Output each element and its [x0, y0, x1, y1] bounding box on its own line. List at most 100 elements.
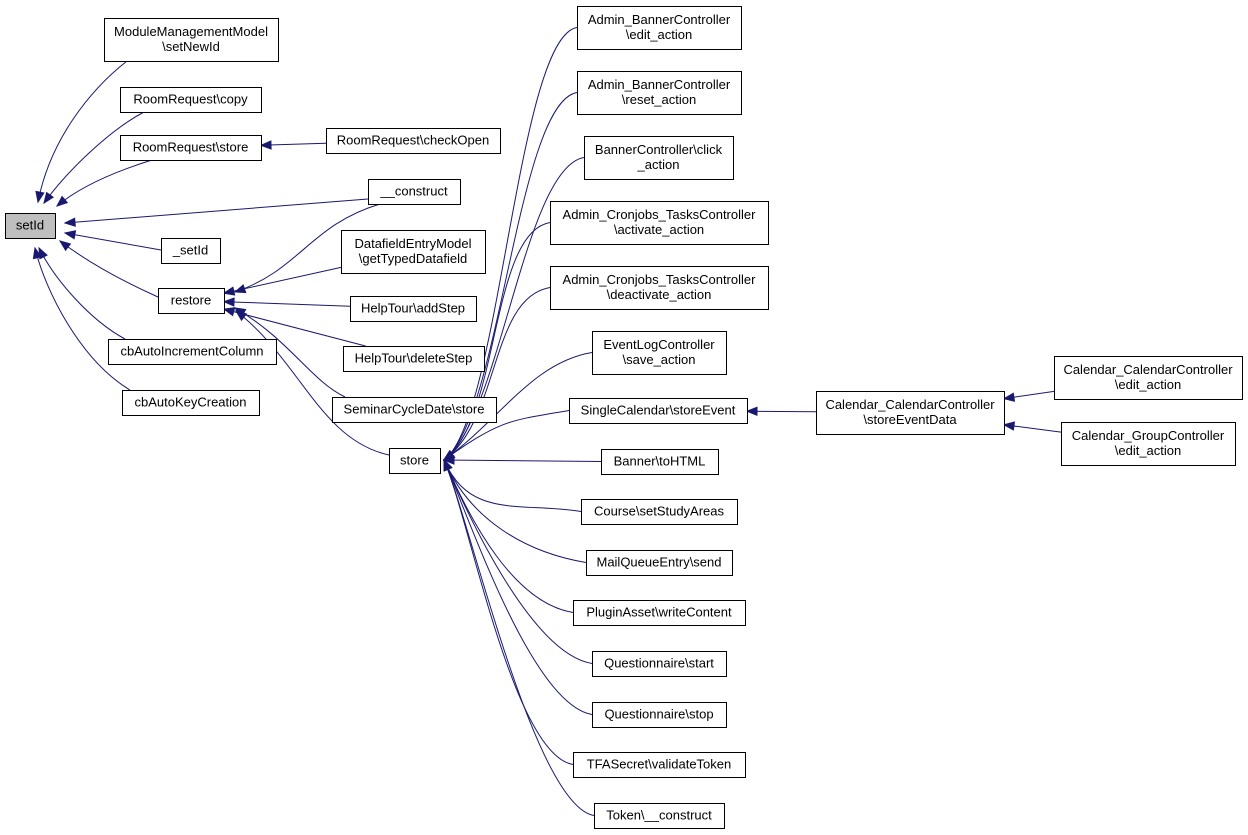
node-banner[interactable]: Banner\toHTML — [601, 449, 719, 475]
node-restore[interactable]: restore — [158, 288, 225, 314]
edge-cbakc-to-setid — [32, 246, 131, 391]
arrow-head-icon — [32, 246, 43, 260]
node-box — [5, 213, 56, 239]
node-cbakc[interactable]: cbAutoKeyCreation — [122, 390, 260, 416]
node-box — [326, 128, 501, 154]
node-cge[interactable]: Calendar_GroupController\edit_action — [1061, 422, 1236, 466]
edge-cbaic-to-setid — [38, 246, 126, 340]
node-ccsed[interactable]: Calendar_CalendarController\storeEventDa… — [816, 391, 1005, 435]
node-label: ModuleManagementModel — [114, 24, 268, 39]
edge-line — [443, 222, 551, 461]
node-label: Banner\toHTML — [614, 454, 706, 469]
node-label: SeminarCycleDate\store — [344, 402, 485, 417]
node-label: Admin_Cronjobs_TasksController — [563, 272, 757, 287]
edge-qstop-to-store — [443, 458, 593, 715]
node-box — [581, 499, 738, 525]
node-box — [368, 179, 461, 205]
node-dfe[interactable]: DatafieldEntryModel\getTypedDatafield — [341, 230, 486, 274]
node-htadd[interactable]: HelpTour\addStep — [350, 296, 477, 322]
edge-line — [746, 410, 817, 413]
node-bcc[interactable]: BannerController\click_action — [584, 136, 734, 180]
arrow-head-icon — [222, 286, 236, 296]
node-token[interactable]: Token\__construct — [594, 803, 725, 829]
node-box — [584, 136, 734, 180]
node-box — [161, 238, 221, 264]
node-rrcopy[interactable]: RoomRequest\copy — [120, 87, 262, 113]
node-box — [573, 752, 746, 778]
arrow-head-icon — [35, 190, 45, 204]
node-rrstore[interactable]: RoomRequest\store — [120, 135, 262, 161]
node-label: cbAutoKeyCreation — [134, 395, 246, 410]
node-box — [332, 397, 497, 423]
node-box — [389, 448, 441, 474]
arrow-head-icon — [745, 406, 758, 417]
node-label: Token\__construct — [606, 808, 712, 823]
node-box — [1061, 422, 1236, 466]
edge-rrstore-to-setid — [55, 159, 153, 207]
arrow-head-icon — [222, 307, 236, 317]
node-rrcheck[interactable]: RoomRequest\checkOpen — [326, 128, 501, 154]
node-box — [550, 266, 769, 310]
node-tfa[interactable]: TFASecret\validateToken — [573, 752, 746, 778]
arrow-head-icon — [259, 140, 272, 150]
node-label: SingleCalendar\storeEvent — [581, 403, 736, 418]
edge-line — [34, 247, 131, 391]
node-sc[interactable]: SingleCalendar\storeEvent — [569, 398, 748, 424]
node-abcr[interactable]: Admin_BannerController\reset_action — [577, 71, 742, 115]
node-box — [577, 6, 742, 50]
node-label: RoomRequest\copy — [133, 92, 248, 107]
node-htdel[interactable]: HelpTour\deleteStep — [343, 346, 485, 372]
node-label: RoomRequest\store — [133, 140, 249, 155]
node-qstop[interactable]: Questionnaire\stop — [592, 702, 727, 728]
node-mail[interactable]: MailQueueEntry\send — [586, 550, 733, 576]
edge-banner-to-store — [442, 455, 602, 465]
node-box — [108, 339, 277, 365]
node-setid[interactable]: setId — [5, 213, 56, 239]
edge-rrcopy-to-setid — [43, 111, 145, 205]
node-label: __construct — [379, 184, 448, 199]
edges-layer — [32, 27, 1062, 816]
node-store[interactable]: store — [389, 448, 441, 474]
node-plugin[interactable]: PluginAsset\writeContent — [573, 600, 746, 626]
node-box — [550, 201, 769, 245]
node-actd[interactable]: Admin_Cronjobs_TasksController\deactivat… — [550, 266, 769, 310]
node-elc[interactable]: EventLogController\save_action — [592, 331, 727, 375]
edge-cge-to-ccsed — [1002, 421, 1062, 433]
node-setnewid[interactable]: ModuleManagementModel\setNewId — [104, 18, 279, 62]
arrow-head-icon — [1002, 392, 1016, 402]
node-construct[interactable]: __construct — [368, 179, 461, 205]
edge-line — [443, 459, 574, 613]
node-label: \deactivate_action — [607, 287, 712, 302]
node-scd[interactable]: SeminarCycleDate\store — [332, 397, 497, 423]
node-box — [592, 702, 727, 728]
node--setid[interactable]: _setId — [161, 238, 221, 264]
edge-plugin-to-store — [443, 458, 574, 613]
edge-line — [43, 111, 145, 204]
node-cbaic[interactable]: cbAutoIncrementColumn — [108, 339, 277, 365]
node-box — [594, 803, 725, 829]
edge-line — [64, 198, 369, 224]
node-label: \activate_action — [614, 222, 704, 237]
edge-construct-to-setid — [63, 198, 369, 227]
node-box — [592, 651, 727, 677]
edge-htadd-to-restore — [222, 297, 351, 307]
edge-line — [443, 459, 582, 512]
node-label: Calendar_CalendarController — [1063, 362, 1233, 377]
edge-setnewid-to-setid — [35, 60, 128, 204]
edge-line — [443, 92, 578, 461]
node-course[interactable]: Course\setStudyAreas — [581, 499, 738, 525]
edge-dfe-to-restore — [222, 266, 342, 296]
node-cce[interactable]: Calendar_CalendarController\edit_action — [1054, 356, 1243, 400]
edge-line — [443, 459, 587, 563]
arrow-head-icon — [58, 240, 72, 252]
node-qstart[interactable]: Questionnaire\start — [592, 651, 727, 677]
node-label: Admin_Cronjobs_TasksController — [563, 207, 757, 222]
node-box — [577, 71, 742, 115]
edge-line — [443, 410, 570, 461]
arrow-head-icon — [234, 310, 248, 322]
node-acta[interactable]: Admin_Cronjobs_TasksController\activate_… — [550, 201, 769, 245]
node-label: cbAutoIncrementColumn — [120, 344, 263, 359]
node-box — [341, 230, 486, 274]
node-abce[interactable]: Admin_BannerController\edit_action — [577, 6, 742, 50]
